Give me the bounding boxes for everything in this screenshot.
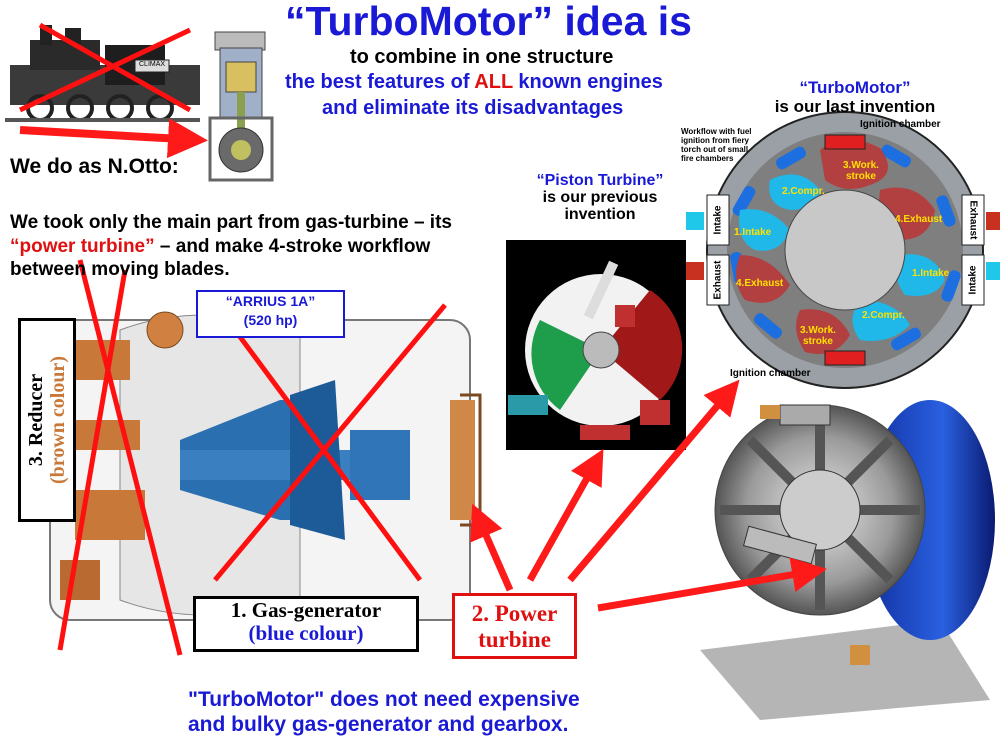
reducer-line-2: (brown colour): [47, 356, 69, 484]
power-turbine-box-line-2: turbine: [478, 627, 551, 652]
ignition-chamber-bottom: Ignition chamber: [730, 368, 811, 379]
work-stroke-bottom: 3.Work. stroke: [800, 325, 836, 347]
power-turbine-text-1: We took only the main part from gas-turb…: [10, 212, 452, 233]
piston-turbine-line-1: “Piston Turbine”: [536, 172, 664, 189]
workflow-note-line: torch out of small: [681, 145, 749, 154]
reducer-label: 3. Reducer (brown colour): [18, 318, 76, 522]
power-turbine-emph: “power turbine”: [10, 236, 155, 257]
power-turbine-text-2: “power turbine” – and make 4-stroke work…: [10, 236, 430, 258]
subtitle-all-emph: ALL: [474, 71, 513, 93]
piston-turbine-caption: “Piston Turbine” is our previous inventi…: [505, 172, 695, 223]
side-intake-right: Intake: [967, 265, 979, 295]
compr-label-bottom: 2.Compr.: [862, 310, 905, 321]
turbomotor-3d-illustration: [700, 400, 995, 720]
work-stroke-line: 3.Work.: [843, 160, 879, 171]
subtitle-line-2: the best features of ALL known engines: [285, 71, 663, 94]
intake-label-right: 1.Intake: [912, 268, 950, 279]
piston-turbine-line-2: is our previous: [542, 189, 658, 206]
cross-line: [57, 269, 128, 651]
work-stroke-line: stroke: [845, 171, 876, 182]
gas-generator-line-1: 1. Gas-generator: [230, 598, 382, 622]
intake-label-left: 1.Intake: [734, 227, 772, 238]
workflow-note: Workflow with fuel ignition from fiery t…: [681, 127, 752, 163]
subtitle-line-2-post: known engines: [512, 71, 663, 93]
work-stroke-top: 3.Work. stroke: [843, 160, 879, 182]
work-stroke-line: 3.Work.: [800, 325, 836, 336]
side-exhaust-left: Exhaust: [712, 260, 724, 300]
exhaust-label-left: 4.Exhaust: [736, 278, 784, 289]
subtitle-line-1: to combine in one structure: [350, 46, 614, 68]
power-turbine-label: 2. Power turbine: [452, 593, 577, 659]
work-stroke-line: stroke: [802, 336, 833, 347]
arrow: [597, 557, 827, 612]
subtitle-line-3: and eliminate its disadvantages: [322, 97, 624, 119]
piston-turbine-illustration: [506, 240, 686, 450]
turbomotor-diagram: [686, 111, 1000, 389]
arrius-label: “ARRIUS 1A” (520 hp): [196, 290, 345, 338]
power-turbine-text-3: between moving blades.: [10, 259, 230, 280]
turbomotor-caption-line-1: “TurboMotor”: [799, 78, 911, 97]
power-turbine-text-2-post: – and make 4-stroke workflow: [154, 236, 431, 257]
cross-line: [18, 27, 192, 113]
arrow: [526, 448, 604, 582]
arrius-power: (520 hp): [243, 312, 298, 328]
cross-line: [213, 303, 447, 582]
otto-label: We do as N.Otto:: [10, 155, 179, 179]
compr-label-top: 2.Compr.: [782, 186, 825, 197]
workflow-note-line: Workflow with fuel: [681, 127, 752, 136]
arrow: [567, 379, 740, 583]
otto-label-colon: :: [171, 155, 179, 178]
gas-turbine-cutaway: [49, 311, 482, 621]
turbomotor-caption: “TurboMotor” is our last invention: [755, 78, 955, 116]
otto-label-text: We do as N.Otto: [10, 155, 172, 178]
arrow: [19, 118, 208, 159]
arrow: [470, 503, 514, 592]
piston-turbine-line-3: invention: [564, 206, 636, 223]
cross-line: [77, 259, 183, 656]
arrius-name: “ARRIUS 1A”: [225, 293, 316, 309]
turbomotor-caption-line-2: is our last invention: [774, 97, 936, 116]
locomotive-plate: CLIMAX: [139, 61, 166, 68]
workflow-note-line: fire chambers: [681, 154, 734, 163]
side-exhaust-right: Exhaust: [967, 200, 979, 240]
workflow-note-line: ignition from fiery: [681, 136, 749, 145]
subtitle-line-2-pre: the best features of: [285, 71, 475, 93]
page-title: “TurboMotor” idea is: [285, 0, 692, 44]
reducer-line-1: 3. Reducer: [25, 373, 47, 467]
gas-generator-label: 1. Gas-generator (blue colour): [193, 596, 419, 652]
side-intake-left: Intake: [712, 205, 724, 235]
cross-line: [232, 328, 423, 582]
footer-line-1: "TurboMotor" does not need expensive: [188, 688, 580, 711]
power-turbine-box-line-1: 2. Power: [471, 601, 558, 626]
footer-line-2: and bulky gas-generator and gearbox.: [188, 713, 569, 736]
exhaust-label-right: 4.Exhaust: [895, 214, 943, 225]
gas-generator-line-2: (blue colour): [248, 621, 364, 645]
otto-engine-illustration: [208, 31, 274, 182]
ignition-chamber-top: Ignition chamber: [860, 119, 941, 130]
